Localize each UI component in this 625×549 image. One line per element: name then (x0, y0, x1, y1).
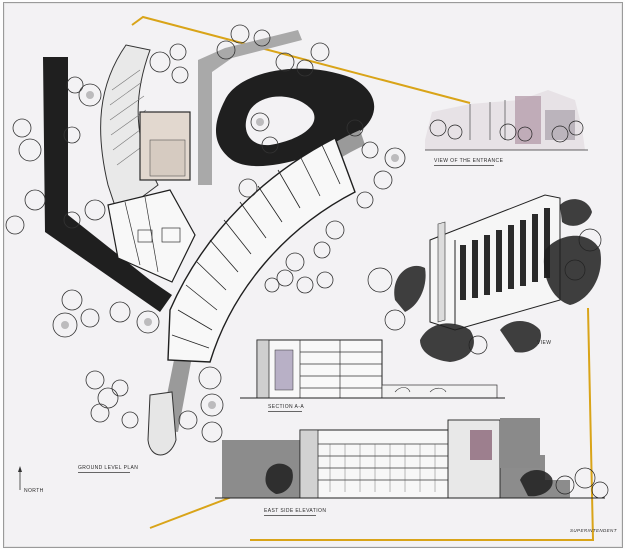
east-elevation-drawing (215, 418, 609, 499)
section-caption: SECTION A-A (268, 404, 305, 410)
entrance-view-sketch (425, 90, 588, 151)
section-drawing (240, 339, 505, 399)
entrance-view-caption: VIEW OF THE ENTRANCE (434, 158, 504, 164)
east-elevation-underline (264, 515, 316, 516)
entrance-view-underline (434, 165, 494, 166)
section-underline (268, 411, 302, 412)
signature: SUPERINTENDENT (570, 528, 617, 533)
east-elevation-caption: EAST SIDE ELEVATION (264, 508, 327, 514)
ground-plan-caption: GROUND LEVEL PLAN (78, 465, 139, 471)
ground-level-plan (5, 24, 406, 490)
building-perspective (367, 194, 602, 362)
north-caption: NORTH (24, 488, 44, 494)
view-caption: VIEW (537, 340, 552, 346)
ground-plan-underline (78, 472, 130, 473)
